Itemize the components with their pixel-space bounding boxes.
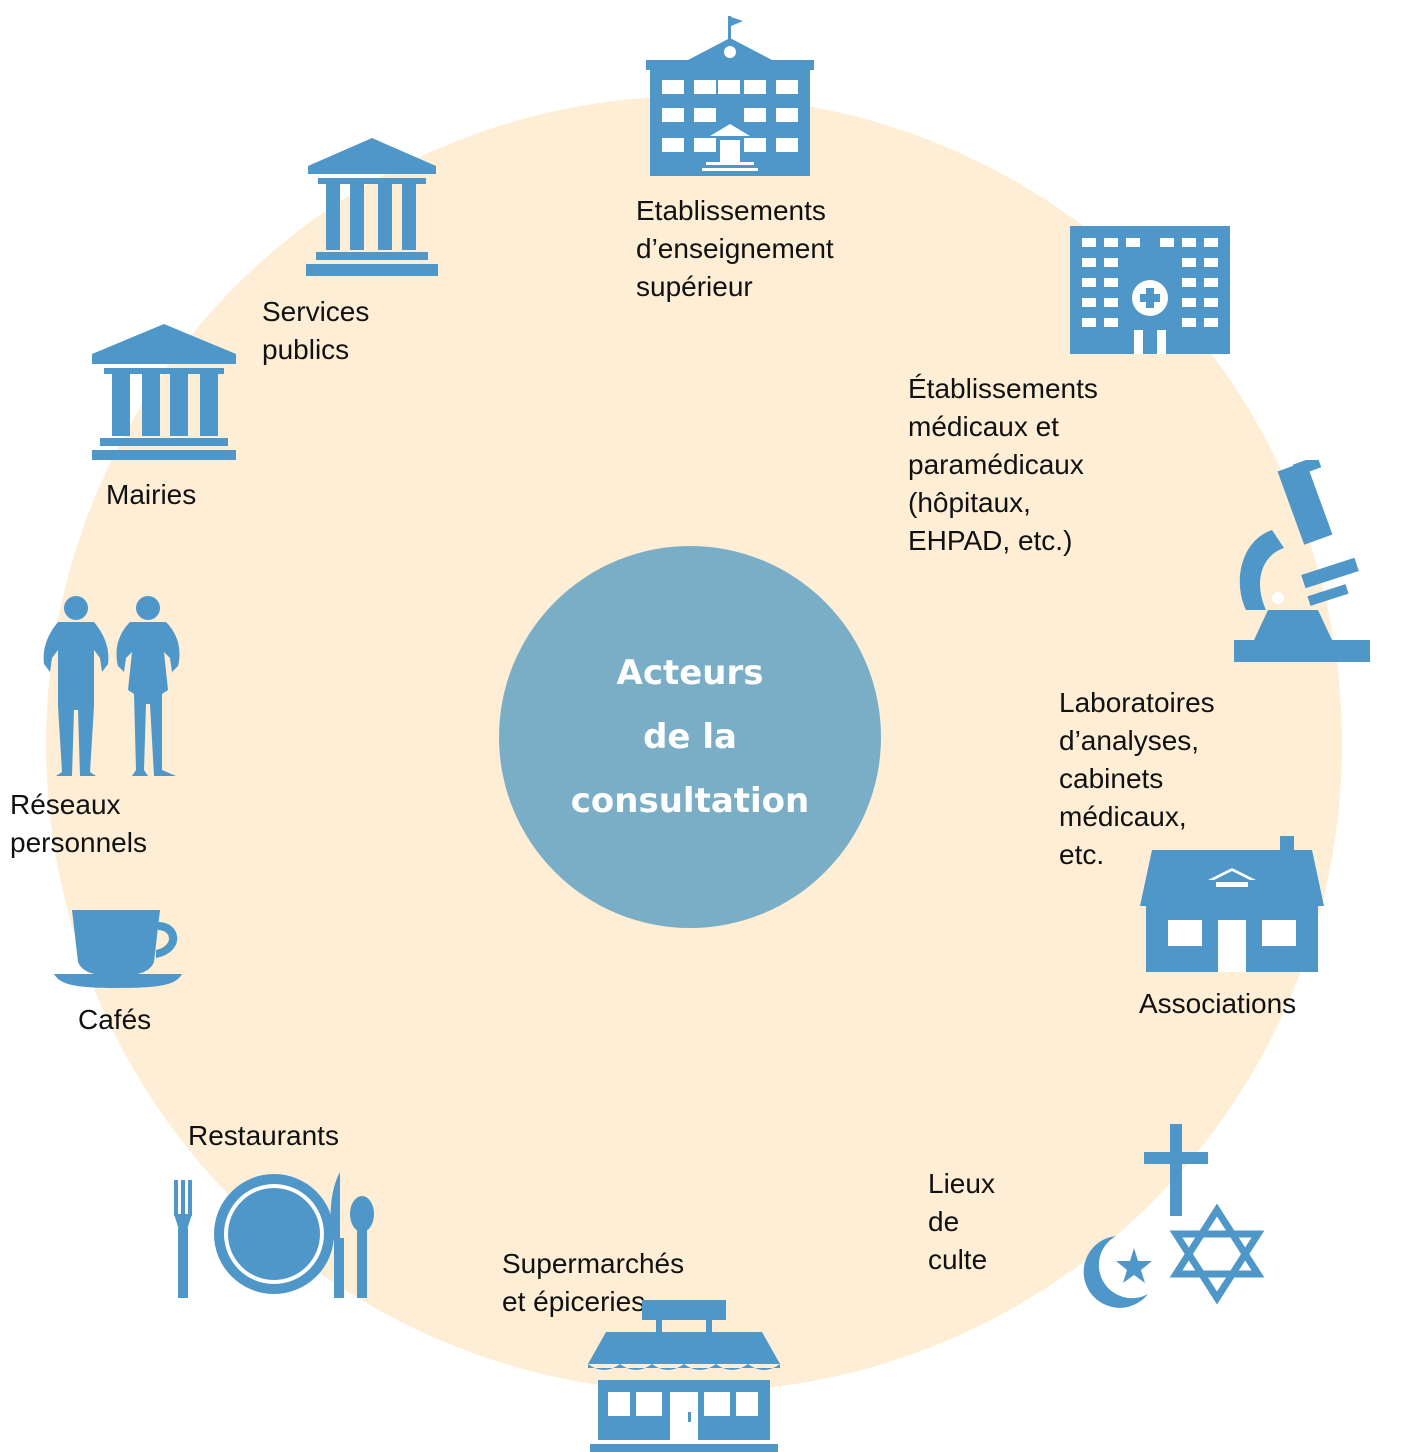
house-icon: [1140, 836, 1324, 972]
religious-symbols-icon: [1083, 1124, 1265, 1308]
public-building-icon: [306, 138, 438, 276]
microscope-icon: [1234, 460, 1370, 662]
university-building-icon: [646, 16, 814, 176]
coffee-cup-icon: [54, 910, 182, 988]
hospital-icon: [1070, 226, 1230, 354]
plate-cutlery-icon: [174, 1172, 374, 1298]
people-icon: [43, 596, 180, 776]
actor-label: Laboratoires d’analyses, cabinets médica…: [1059, 687, 1215, 870]
shop-icon: [588, 1300, 780, 1452]
town-hall-icon: [92, 324, 236, 460]
actor-label: Mairies: [106, 479, 197, 510]
actor-label: Supermarchés et épiceries: [502, 1248, 685, 1317]
center-circle: Acteurs de la consultation: [499, 546, 881, 928]
actor-label: Services publics: [262, 296, 370, 365]
actor-label: Réseaux personnels: [10, 789, 147, 858]
actor-label: Cafés: [78, 1004, 152, 1035]
actor-label: Lieux de culte: [928, 1168, 995, 1275]
actor-label: Restaurants: [188, 1120, 339, 1151]
actor-label: Etablissements d’enseignement supérieur: [636, 195, 834, 302]
actor-label: Établissements médicaux et paramédicaux …: [908, 373, 1098, 556]
center-title: Acteurs de la consultation: [570, 653, 810, 821]
actor-label: Associations: [1139, 988, 1297, 1019]
